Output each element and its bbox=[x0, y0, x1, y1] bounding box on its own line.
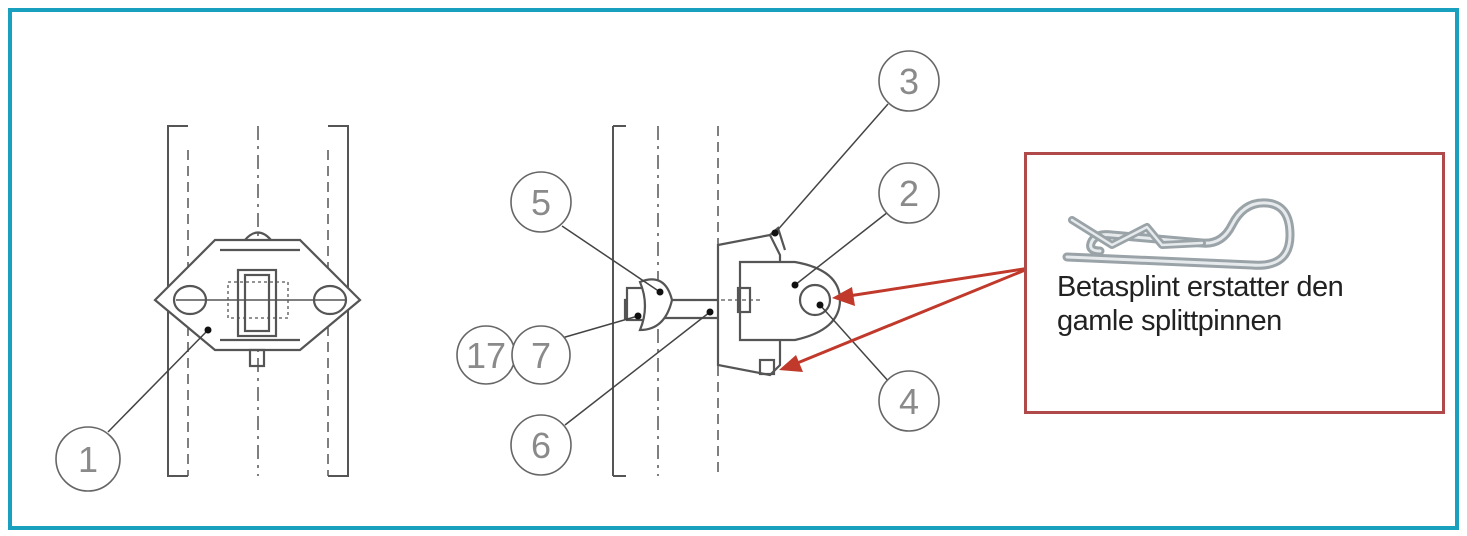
callout-5: 5 bbox=[531, 182, 551, 223]
callout-circle-6 bbox=[510, 414, 572, 476]
note-line-2: gamle splittpinnen bbox=[1057, 305, 1282, 337]
callout-17: 17 bbox=[466, 335, 506, 376]
r-clip-icon bbox=[1062, 198, 1295, 270]
callout-2: 2 bbox=[899, 173, 919, 214]
pointer-arrows bbox=[789, 266, 1031, 368]
callout-circle-2 bbox=[878, 162, 940, 224]
callout-circle-7 bbox=[511, 325, 571, 385]
callout-7: 7 bbox=[531, 335, 551, 376]
leader-lines bbox=[107, 103, 891, 433]
callout-circle-4 bbox=[878, 370, 940, 432]
callout-circle-1 bbox=[55, 426, 121, 492]
callout-3: 3 bbox=[899, 61, 919, 102]
note-text: Betasplint erstatter den gamle splittpin… bbox=[1057, 270, 1447, 338]
note-box: Betasplint erstatter den gamle splittpin… bbox=[1024, 152, 1445, 414]
side-assembly bbox=[623, 226, 842, 377]
callout-6: 6 bbox=[531, 425, 551, 466]
callout-circle-5 bbox=[510, 171, 572, 233]
callout-4: 4 bbox=[899, 381, 919, 422]
callout-circle-3 bbox=[878, 50, 940, 112]
callout-1: 1 bbox=[78, 439, 98, 480]
note-line-1: Betasplint erstatter den bbox=[1057, 271, 1344, 303]
fixture-part-1 bbox=[153, 231, 362, 368]
